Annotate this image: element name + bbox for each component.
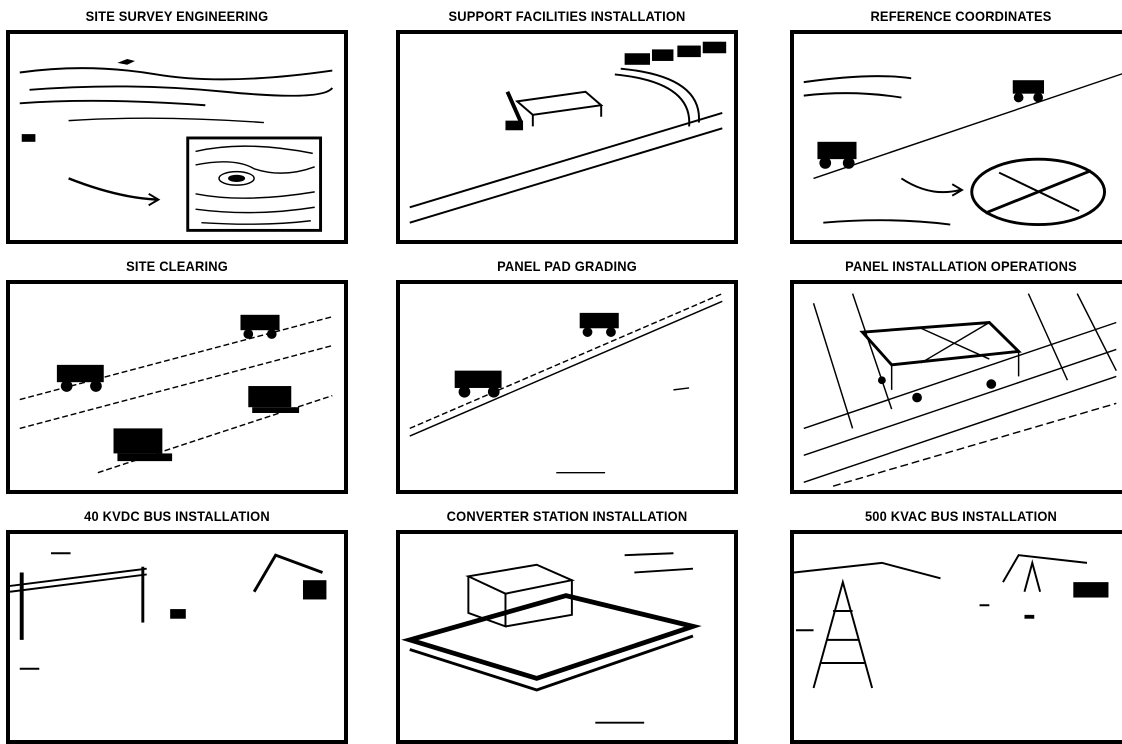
panel-caption: SUPPORT FACILITIES INSTALLATION xyxy=(410,8,725,24)
panel-illustration xyxy=(6,280,348,494)
panel-illustration xyxy=(790,280,1122,494)
panel-site-survey: SITE SURVEY ENGINEERING xyxy=(6,8,348,244)
panel-caption: REFERENCE COORDINATES xyxy=(804,8,1119,24)
panel-caption: PANEL PAD GRADING xyxy=(410,258,725,274)
bus-500kvac-drawing xyxy=(794,534,1122,740)
panel-caption: 40 KVDC BUS INSTALLATION xyxy=(20,508,335,524)
panel-illustration xyxy=(396,30,738,244)
panel-reference-coordinates: REFERENCE COORDINATES xyxy=(790,8,1122,244)
support-facilities-drawing xyxy=(400,34,734,240)
panel-installation-drawing xyxy=(794,284,1122,490)
panel-panel-pad-grading: PANEL PAD GRADING xyxy=(396,258,738,494)
panel-illustration xyxy=(396,280,738,494)
panel-illustration xyxy=(6,530,348,744)
panel-caption: PANEL INSTALLATION OPERATIONS xyxy=(804,258,1119,274)
panel-500kvac-bus: 500 KVAC BUS INSTALLATION xyxy=(790,508,1122,744)
site-clearing-drawing xyxy=(10,284,344,490)
reference-coordinates-drawing xyxy=(794,34,1122,240)
panel-panel-installation: PANEL INSTALLATION OPERATIONS xyxy=(790,258,1122,494)
panel-pad-grading-drawing xyxy=(400,284,734,490)
panel-illustration xyxy=(6,30,348,244)
panel-caption: SITE CLEARING xyxy=(20,258,335,274)
panel-illustration xyxy=(790,30,1122,244)
bus-40kvdc-drawing xyxy=(10,534,344,740)
panel-illustration xyxy=(396,530,738,744)
panel-40kvdc-bus: 40 KVDC BUS INSTALLATION xyxy=(6,508,348,744)
panel-caption: SITE SURVEY ENGINEERING xyxy=(20,8,335,24)
panel-caption: 500 KVAC BUS INSTALLATION xyxy=(804,508,1119,524)
panel-support-facilities: SUPPORT FACILITIES INSTALLATION xyxy=(396,8,738,244)
panel-illustration xyxy=(790,530,1122,744)
panel-caption: CONVERTER STATION INSTALLATION xyxy=(410,508,725,524)
panel-site-clearing: SITE CLEARING xyxy=(6,258,348,494)
converter-station-drawing xyxy=(400,534,734,740)
panel-converter-station: CONVERTER STATION INSTALLATION xyxy=(396,508,738,744)
site-survey-drawing xyxy=(10,34,344,240)
